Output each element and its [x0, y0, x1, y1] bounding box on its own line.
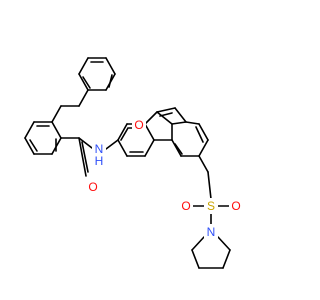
bond-33	[171, 139, 182, 157]
bond-21	[144, 123, 155, 141]
double-bond-inner-10	[159, 112, 173, 117]
bond-31	[174, 107, 187, 123]
double-bond-inner-12	[195, 126, 204, 143]
bond-46	[222, 249, 231, 269]
molecule-structure: O N H O S O O N	[24, 57, 243, 269]
bond-4	[78, 73, 89, 91]
bond-30	[156, 107, 176, 113]
bond-27	[156, 111, 173, 125]
bond-35	[198, 139, 209, 157]
carbonyl-oxygen-label: O	[88, 180, 97, 194]
bond-22	[144, 139, 155, 157]
bond-39	[207, 171, 212, 200]
double-bond-inner-2	[108, 74, 113, 88]
bond-43	[191, 236, 205, 251]
bond-8	[51, 105, 62, 123]
furan-oxygen-label: O	[134, 118, 143, 132]
pyrrolidine-nitrogen-label: N	[207, 225, 216, 239]
double-bond-inner-1	[82, 76, 91, 89]
amide-hydrogen-label: H	[95, 154, 104, 168]
bond-47	[217, 236, 231, 251]
bond-24	[117, 139, 128, 157]
double-bond-inner-6	[81, 141, 89, 173]
amide-nitrogen-label: N	[95, 142, 104, 156]
sulfur-label: S	[207, 199, 215, 213]
bond-5	[78, 57, 89, 75]
bond-32	[171, 121, 187, 125]
bond-6	[78, 89, 89, 107]
bond-19	[117, 123, 128, 141]
bond-10	[24, 121, 35, 139]
double-bond-inner-11	[174, 143, 183, 155]
bond-26	[144, 111, 158, 125]
bond-18	[105, 139, 119, 150]
bond-38	[198, 155, 209, 173]
bond-44	[191, 249, 200, 269]
bond-16	[78, 137, 93, 149]
bond-14	[51, 121, 62, 139]
sulfonyl-oxygen-left-label: O	[181, 199, 190, 213]
double-bond-inner-9	[120, 127, 129, 141]
bond-layer	[24, 57, 231, 269]
atom-label-layer: O N H O S O O N	[86, 117, 243, 240]
bond-36	[198, 123, 209, 141]
double-bond-inner-4	[29, 139, 38, 152]
sulfonyl-oxygen-right-label: O	[231, 199, 240, 213]
bond-37	[185, 121, 200, 125]
bond-1	[105, 57, 116, 75]
bond-11	[24, 137, 35, 155]
bond-17	[78, 137, 87, 177]
